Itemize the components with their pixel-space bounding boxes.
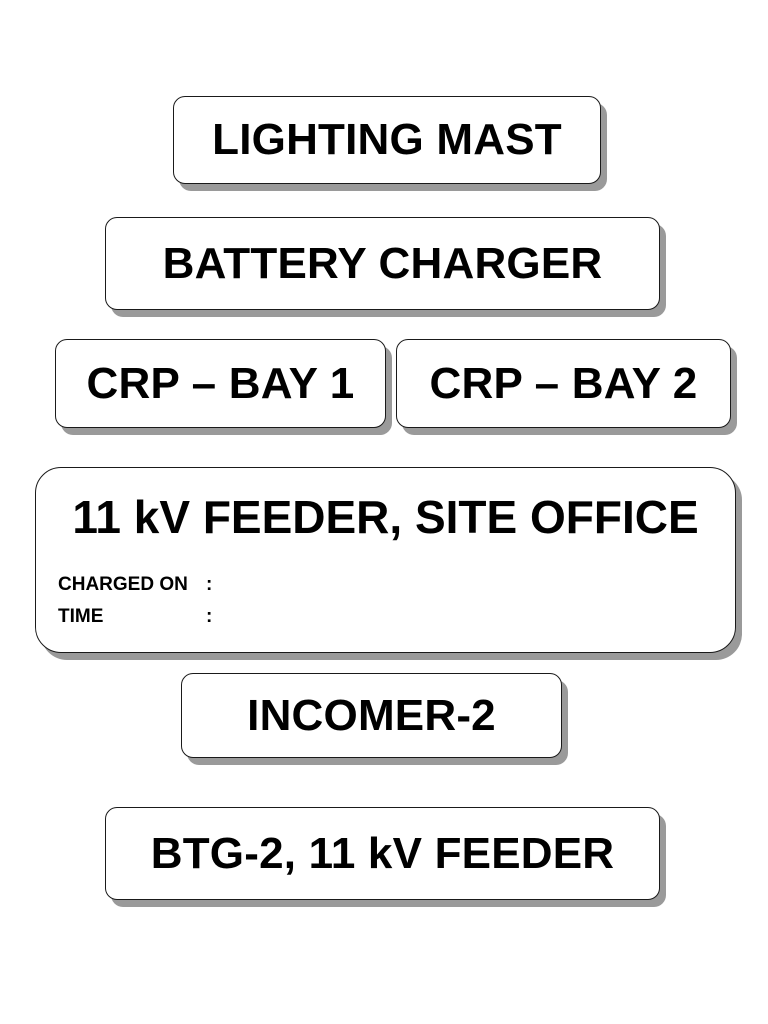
charged-on-label: CHARGED ON xyxy=(58,574,188,595)
time-label: TIME xyxy=(58,606,104,627)
feeder-site-office-label: 11 kV FEEDER, SITE OFFICE CHARGED ON: TI… xyxy=(35,467,736,653)
btg-2-feeder-label: BTG-2, 11 kV FEEDER xyxy=(105,807,660,900)
lighting-mast-label: LIGHTING MAST xyxy=(173,96,601,184)
crp-bay-2-label: CRP – BAY 2 xyxy=(396,339,731,428)
time-field: TIME: xyxy=(58,606,212,628)
time-separator: : xyxy=(206,606,213,627)
charged-on-field: CHARGED ON: xyxy=(58,574,212,596)
crp-bay-2-text: CRP – BAY 2 xyxy=(429,358,698,408)
lighting-mast-text: LIGHTING MAST xyxy=(212,115,562,164)
crp-bay-1-text: CRP – BAY 1 xyxy=(86,358,355,408)
incomer-2-label: INCOMER-2 xyxy=(181,673,562,758)
battery-charger-label: BATTERY CHARGER xyxy=(105,217,660,310)
feeder-site-office-title: 11 kV FEEDER, SITE OFFICE xyxy=(72,491,699,543)
btg-2-feeder-text: BTG-2, 11 kV FEEDER xyxy=(150,828,615,878)
crp-bay-1-label: CRP – BAY 1 xyxy=(55,339,386,428)
incomer-2-text: INCOMER-2 xyxy=(247,690,496,740)
charged-on-separator: : xyxy=(206,574,213,595)
battery-charger-text: BATTERY CHARGER xyxy=(162,238,603,288)
